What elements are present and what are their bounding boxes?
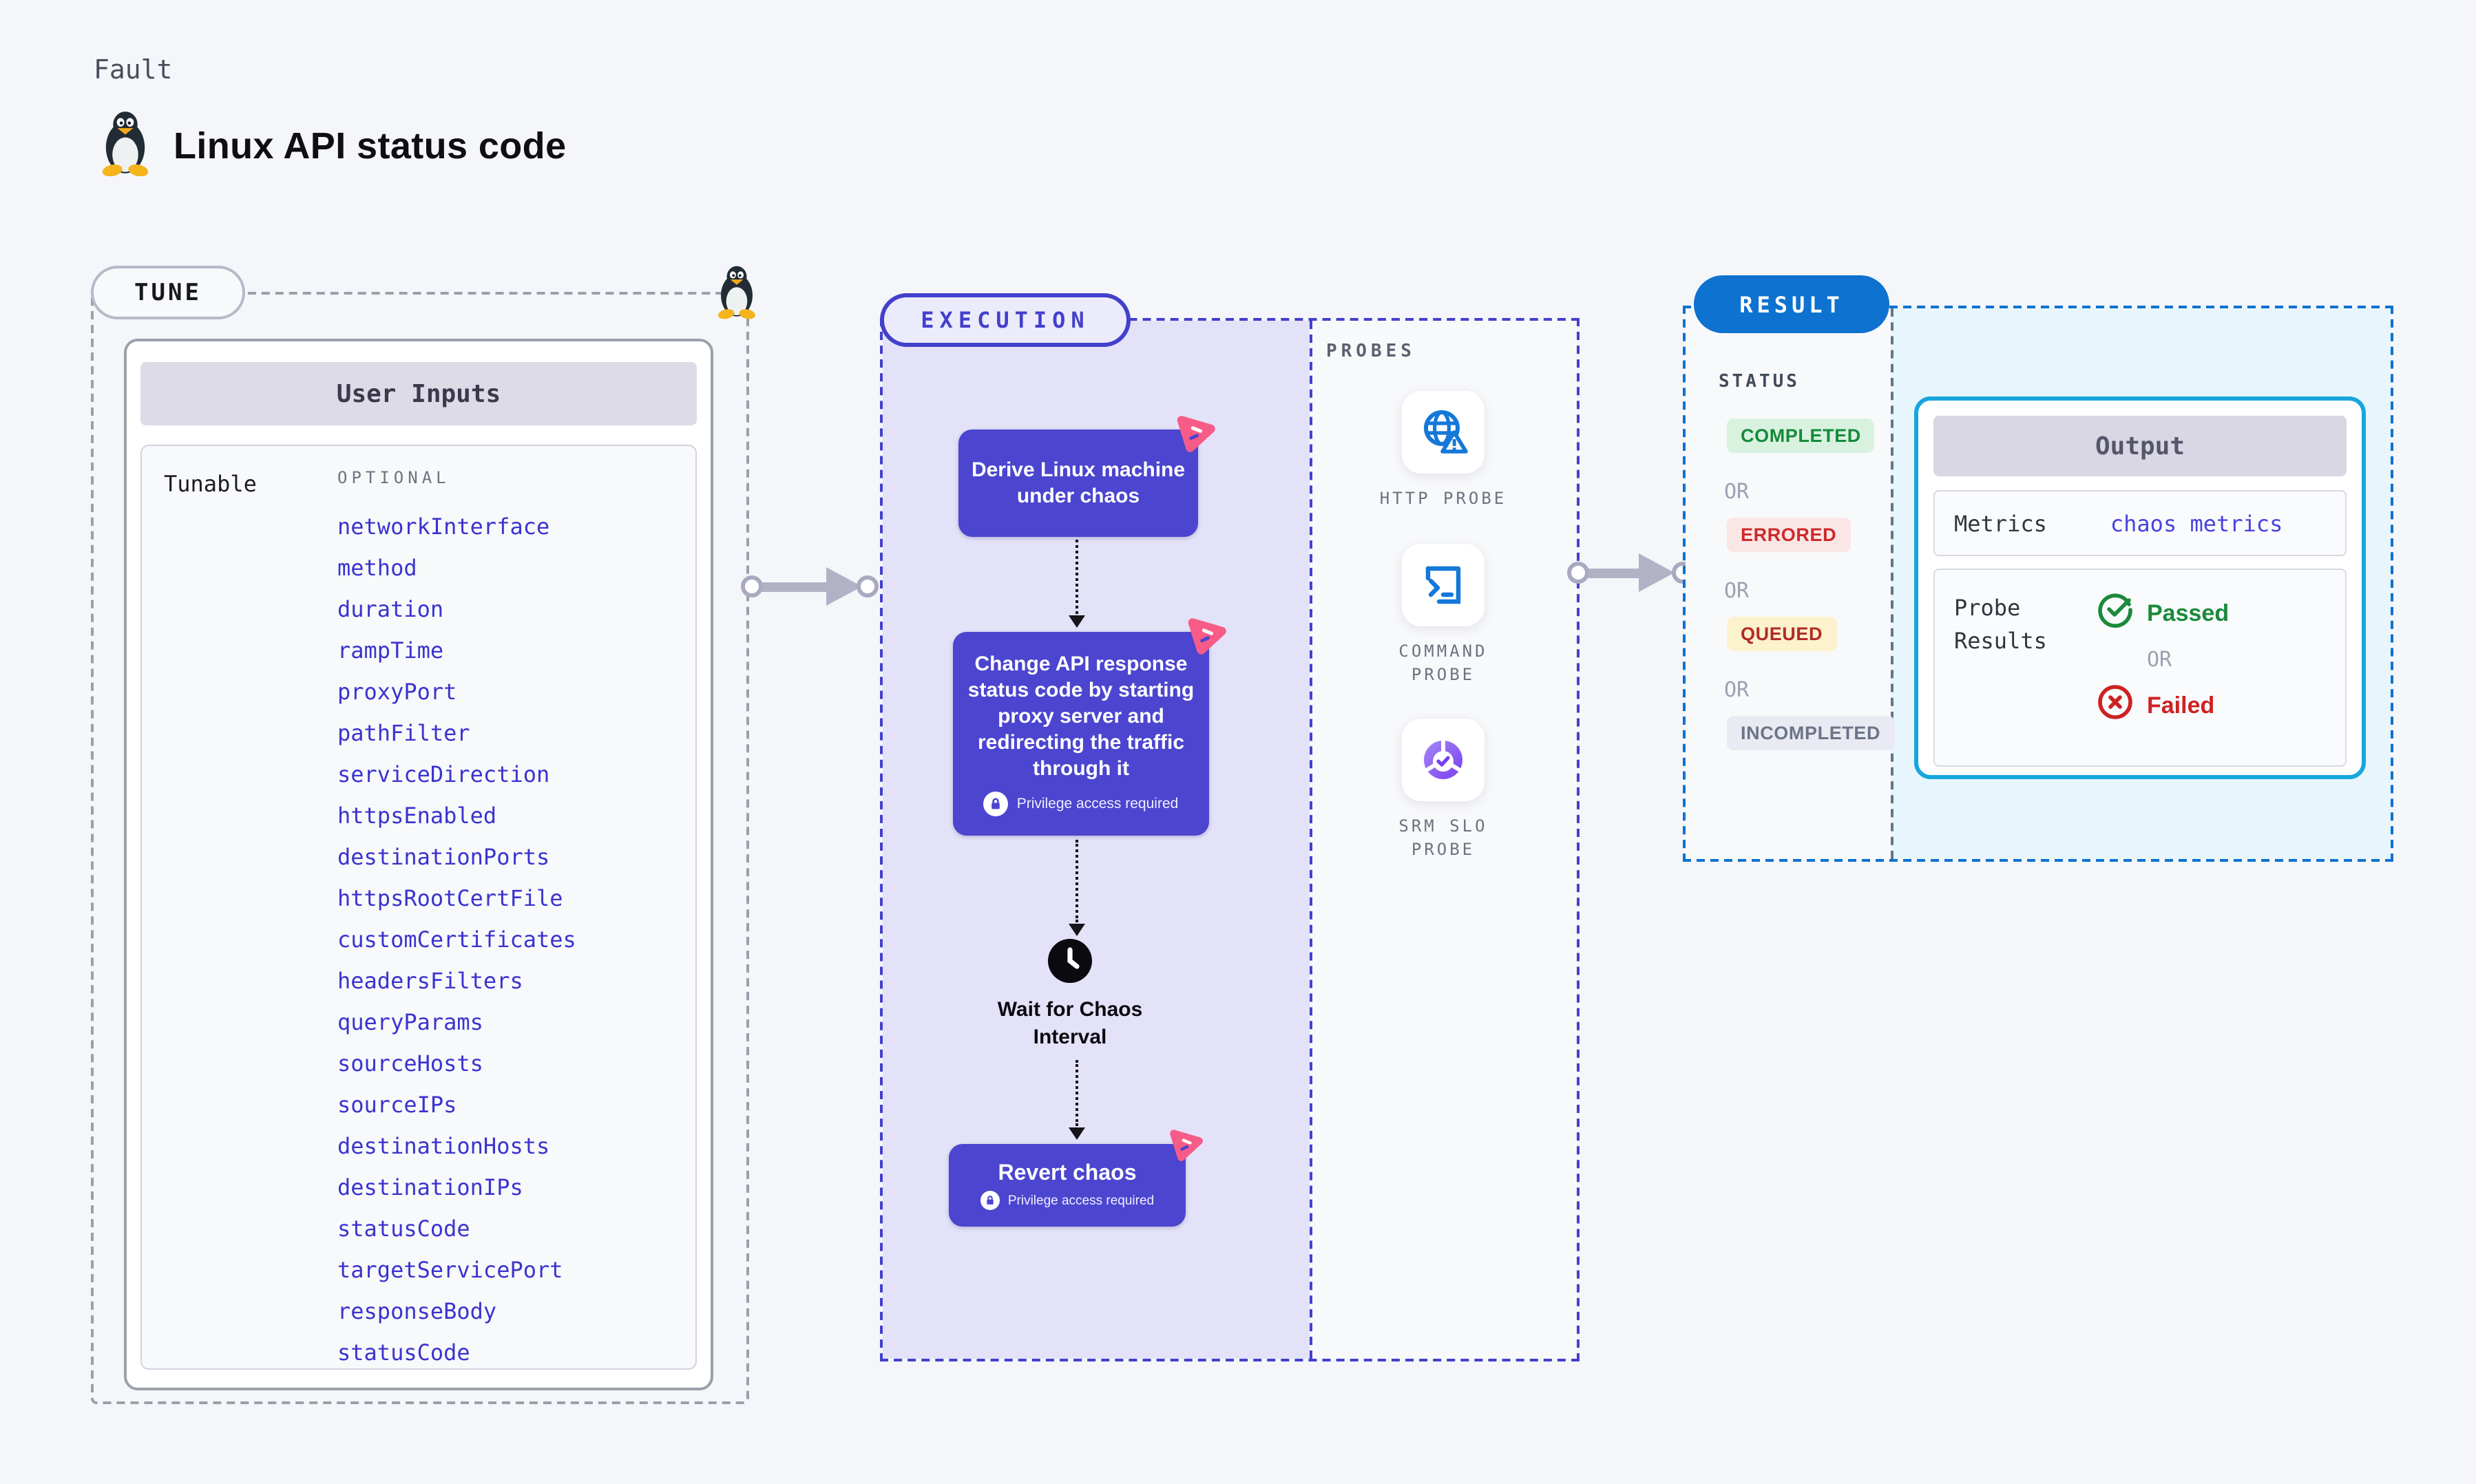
command-probe-item: COMMAND PROBE — [1347, 544, 1540, 687]
status-column — [1686, 308, 1891, 859]
param-link[interactable]: networkInterface — [337, 513, 550, 540]
step-change-text: Change API response status code by start… — [967, 653, 1195, 781]
param-link[interactable]: method — [337, 555, 417, 581]
tunables-panel: Tunable OPTIONAL networkInterface method… — [140, 445, 697, 1370]
failed-label: Failed — [2147, 692, 2215, 718]
optional-column-label: OPTIONAL — [337, 468, 450, 487]
lock-icon — [983, 792, 1009, 816]
output-card-title: Output — [1933, 416, 2347, 476]
probe-results-values: Passed OR Failed — [2097, 592, 2229, 765]
param-link[interactable]: customCertificates — [337, 926, 576, 953]
tunable-row-label: Tunable — [164, 471, 257, 497]
probes-area — [1310, 321, 1577, 1359]
passed-label: Passed — [2147, 600, 2230, 626]
srm-slo-probe-item: SRM SLO PROBE — [1347, 719, 1540, 862]
probe-results-label: Probe Results — [1954, 595, 2047, 654]
failed-line: Failed — [2097, 684, 2229, 727]
chaos-experiment-icon — [1186, 614, 1227, 662]
or-separator: OR — [1724, 578, 1750, 603]
param-link[interactable]: destinationIPs — [337, 1174, 523, 1200]
param-link[interactable]: destinationHosts — [337, 1133, 550, 1159]
http-probe-item: HTTP PROBE — [1347, 391, 1540, 511]
tunable-param-list: networkInterface method duration rampTim… — [337, 507, 576, 1374]
execution-section-pill: EXECUTION — [880, 293, 1131, 347]
param-link[interactable]: rampTime — [337, 637, 444, 664]
probe-results-row: Probe Results Passed OR — [1933, 569, 2347, 767]
flow-arrowhead — [1069, 615, 1085, 628]
linux-penguin-icon — [96, 110, 154, 183]
connector-dot — [857, 575, 879, 597]
lock-icon — [980, 1191, 1000, 1210]
flow-connector — [1076, 540, 1078, 614]
param-link[interactable]: queryParams — [337, 1009, 483, 1035]
metrics-value-link[interactable]: chaos metrics — [2110, 510, 2283, 536]
category-label: Fault — [94, 55, 173, 85]
probe-label: HTTP PROBE — [1379, 489, 1507, 508]
param-link[interactable]: sourceHosts — [337, 1050, 483, 1077]
flow-arrowhead — [1069, 924, 1085, 936]
x-circle-icon — [2097, 684, 2133, 727]
privilege-note-text: Privilege access required — [1007, 1193, 1155, 1208]
check-circle-icon — [2097, 592, 2133, 635]
param-link[interactable]: headersFilters — [337, 968, 523, 994]
privilege-note-row: Privilege access required — [983, 792, 1179, 816]
or-separator: OR — [1724, 677, 1750, 702]
probes-column-label: PROBES — [1326, 341, 1416, 362]
connector-dot — [741, 575, 763, 597]
param-link[interactable]: pathFilter — [337, 720, 470, 746]
param-link[interactable]: targetServicePort — [337, 1257, 563, 1283]
probe-label: SRM SLO PROBE — [1398, 816, 1488, 859]
clock-icon — [1047, 937, 1093, 991]
param-link[interactable]: httpsEnabled — [337, 803, 497, 829]
param-link[interactable]: httpsRootCertFile — [337, 885, 563, 911]
or-separator: OR — [2147, 647, 2172, 672]
globe-alert-icon — [1402, 391, 1484, 474]
privilege-note-text: Privilege access required — [1016, 796, 1179, 812]
step-revert-chaos-node: Revert chaos Privilege access required — [949, 1130, 1203, 1227]
linux-penguin-icon-small — [713, 264, 760, 326]
tune-section-pill: TUNE — [91, 266, 245, 319]
metrics-label: Metrics — [1954, 510, 2047, 536]
page-title: Linux API status code — [174, 125, 567, 167]
step-revert-text: Revert chaos — [998, 1162, 1137, 1185]
tune-section-frame — [91, 292, 749, 1404]
slo-donut-check-icon — [1402, 719, 1484, 801]
status-badge-completed: COMPLETED — [1727, 418, 1875, 453]
flow-connector — [1076, 840, 1078, 922]
metrics-row: Metrics chaos metrics — [1933, 490, 2347, 556]
privilege-note-row: Privilege access required — [980, 1191, 1154, 1210]
step-change-status-node: Change API response status code by start… — [953, 618, 1226, 836]
status-badge-queued: QUEUED — [1727, 617, 1837, 651]
param-link[interactable]: responseBody — [337, 1298, 497, 1324]
page-title-row: Linux API status code — [96, 110, 567, 183]
chaos-experiment-icon — [1175, 412, 1216, 460]
or-separator: OR — [1724, 479, 1750, 504]
wait-for-chaos-interval-label: Wait for Chaos Interval — [997, 998, 1143, 1049]
user-inputs-card: User Inputs Tunable OPTIONAL networkInte… — [124, 339, 713, 1390]
result-section-pill: RESULT — [1694, 275, 1889, 333]
param-link[interactable]: statusCode — [337, 1339, 470, 1366]
user-inputs-title: User Inputs — [140, 362, 697, 425]
step-derive-text: Derive Linux machine under chaos — [971, 458, 1186, 508]
chaos-experiment-icon — [1168, 1126, 1204, 1169]
status-column-label: STATUS — [1719, 372, 1800, 392]
param-link[interactable]: proxyPort — [337, 679, 457, 705]
terminal-icon — [1402, 544, 1484, 626]
status-badge-incompleted: INCOMPLETED — [1727, 716, 1895, 750]
param-link[interactable]: destinationPorts — [337, 844, 550, 870]
param-link[interactable]: serviceDirection — [337, 761, 550, 787]
step-derive-machine-node: Derive Linux machine under chaos — [958, 416, 1215, 537]
flow-arrowhead — [1069, 1127, 1085, 1140]
flow-connector — [1076, 1060, 1078, 1126]
param-link[interactable]: duration — [337, 596, 444, 622]
param-link[interactable]: statusCode — [337, 1216, 470, 1242]
passed-line: Passed — [2097, 592, 2229, 635]
probe-label: COMMAND PROBE — [1398, 642, 1488, 684]
param-link[interactable]: sourceIPs — [337, 1092, 457, 1118]
output-card: Output Metrics chaos metrics Probe Resul… — [1914, 396, 2366, 779]
status-badge-errored: ERRORED — [1727, 518, 1851, 552]
connector-dot — [1567, 562, 1589, 584]
